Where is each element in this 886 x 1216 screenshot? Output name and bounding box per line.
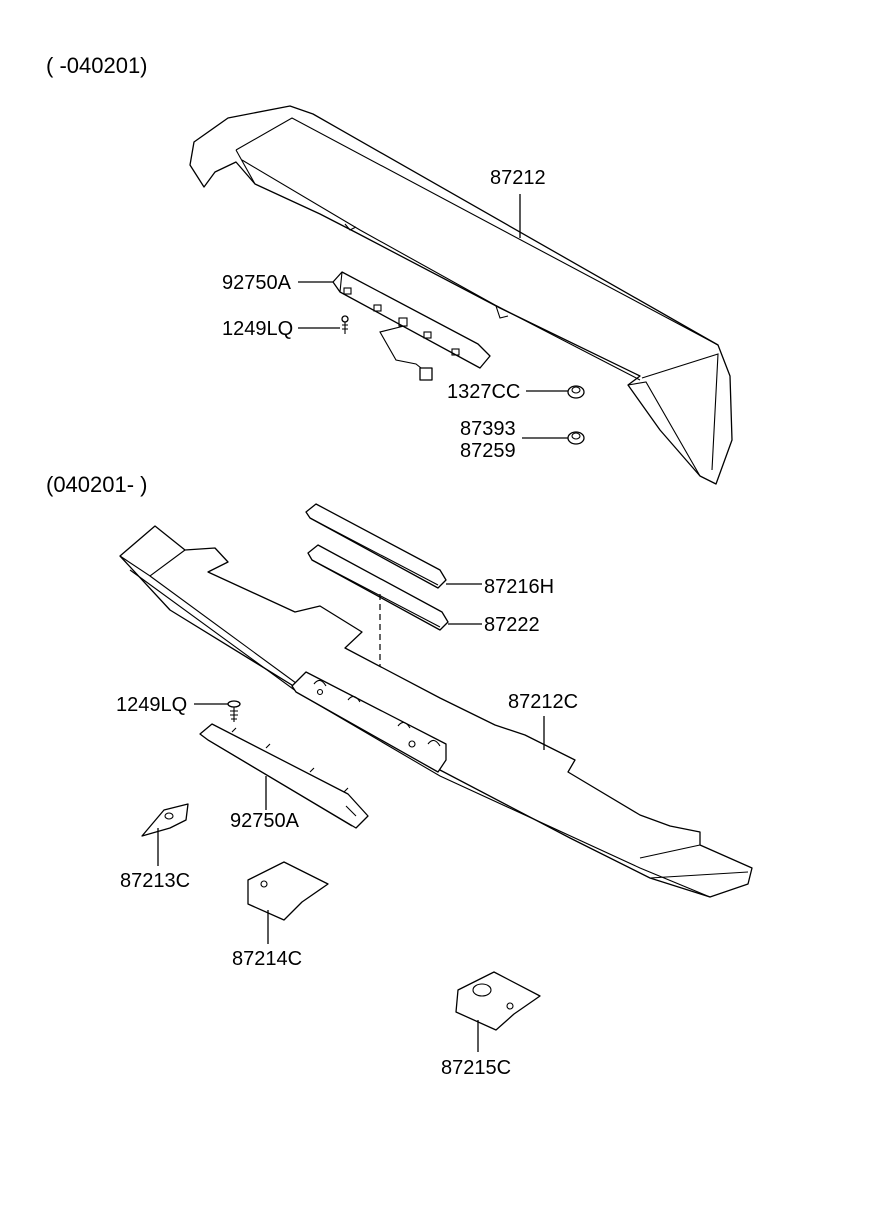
label-1249lq-early: 1249LQ [222,318,293,340]
label-87215c: 87215C [441,1057,511,1079]
label-87214c: 87214C [232,948,302,970]
label-87216h: 87216H [484,576,554,598]
pad-87214c[interactable] [247,861,329,921]
label-87393: 87393 [460,418,516,440]
cap-87213c[interactable] [141,803,189,837]
label-87212c: 87212C [508,691,578,713]
label-87222: 87222 [484,614,540,636]
nut-1327cc[interactable] [567,385,585,399]
label-87213c: 87213C [120,870,190,892]
label-92750a-late: 92750A [230,810,300,832]
label-92750a-early: 92750A [222,272,292,294]
lamp-92750a-late[interactable] [199,723,369,829]
lamp-92750a-early[interactable] [332,271,491,381]
pad-87215c[interactable] [455,971,541,1031]
label-1327cc: 1327CC [447,381,520,403]
nut-87393-87259[interactable] [567,431,585,445]
spoiler-87212c[interactable] [119,525,753,898]
label-1249lq-late: 1249LQ [116,694,187,716]
screw-1249lq-early[interactable] [341,315,349,334]
trim-87216h[interactable] [305,503,447,589]
version-label-late: (040201- ) [46,472,148,497]
label-87212: 87212 [490,167,546,189]
version-label-early: ( -040201) [46,53,148,78]
label-87259: 87259 [460,440,516,462]
trim-87222[interactable] [307,544,449,631]
spoiler-87212[interactable] [189,105,733,485]
screw-1249lq-late[interactable] [227,700,241,722]
